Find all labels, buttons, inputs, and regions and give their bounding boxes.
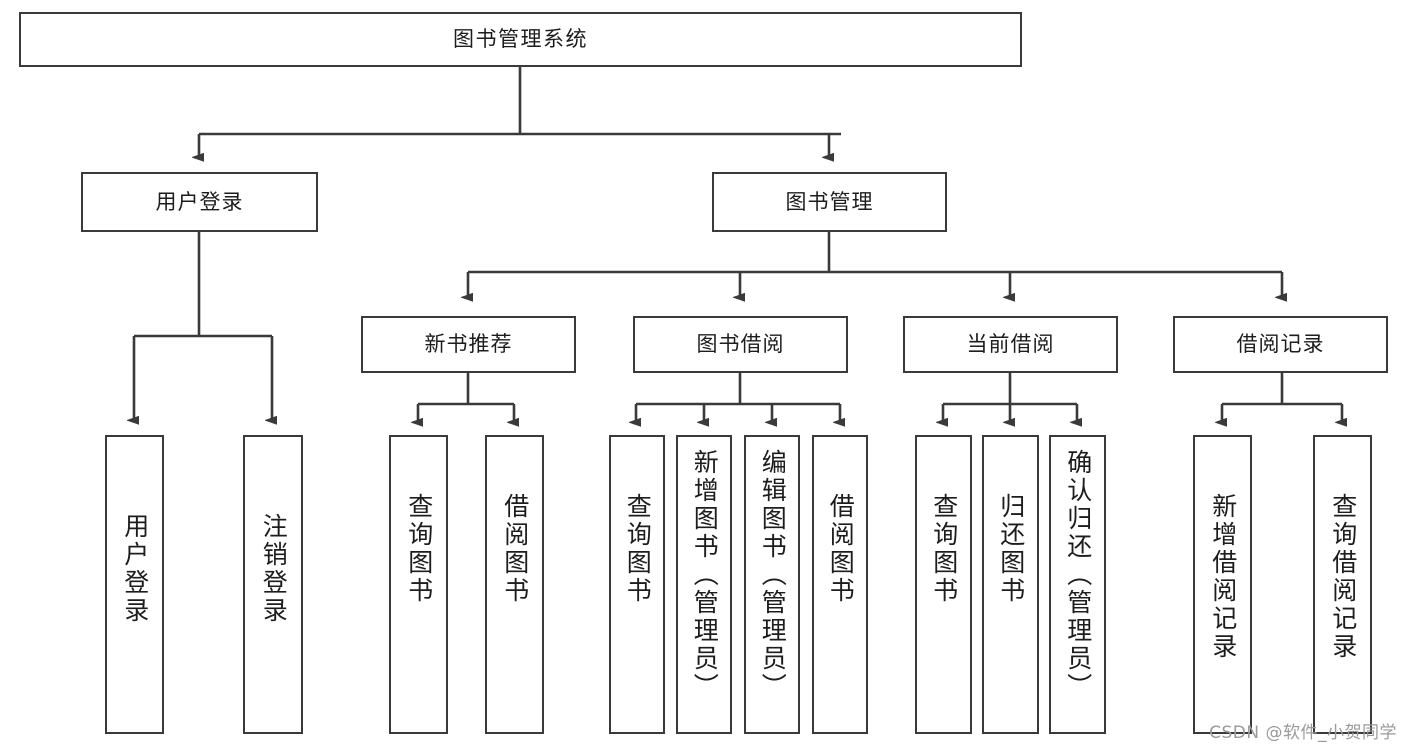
node-label: 借阅图书 bbox=[826, 493, 856, 605]
node-label: 用户登录 bbox=[155, 189, 244, 214]
node-label: 归还图书 bbox=[996, 493, 1026, 605]
node-label: 新增借阅记录 bbox=[1208, 493, 1238, 661]
leaf-query-borrow-record[interactable]: 查询借阅记录 bbox=[1313, 435, 1372, 734]
node-label: 用户登录 bbox=[120, 513, 150, 625]
node-label: 确认归还（管理员） bbox=[1063, 449, 1093, 701]
node-label: 查询图书 bbox=[623, 493, 653, 605]
node-user-login[interactable]: 用户登录 bbox=[81, 172, 318, 232]
leaf-edit-book-admin[interactable]: 编辑图书（管理员） bbox=[744, 435, 800, 734]
node-book-management[interactable]: 图书管理 bbox=[712, 172, 947, 232]
node-book-borrow[interactable]: 图书借阅 bbox=[633, 316, 848, 373]
leaf-logout[interactable]: 注销登录 bbox=[243, 435, 303, 734]
node-root-system[interactable]: 图书管理系统 bbox=[19, 12, 1022, 67]
leaf-add-borrow-record[interactable]: 新增借阅记录 bbox=[1193, 435, 1252, 734]
leaf-query-book-borrow[interactable]: 查询图书 bbox=[609, 435, 665, 734]
leaf-confirm-return-admin[interactable]: 确认归还（管理员） bbox=[1049, 435, 1106, 734]
node-label: 编辑图书（管理员） bbox=[758, 449, 788, 701]
leaf-query-book-current[interactable]: 查询图书 bbox=[915, 435, 972, 734]
watermark-text: CSDN @软件_小贺同学 bbox=[1209, 723, 1397, 743]
node-label: 图书管理系统 bbox=[453, 27, 588, 52]
node-borrow-records[interactable]: 借阅记录 bbox=[1173, 316, 1388, 373]
leaf-borrow-book[interactable]: 借阅图书 bbox=[812, 435, 868, 734]
node-label: 图书管理 bbox=[785, 189, 874, 214]
node-current-borrow[interactable]: 当前借阅 bbox=[903, 316, 1118, 373]
node-label: 当前借阅 bbox=[966, 332, 1055, 357]
node-label: 注销登录 bbox=[259, 513, 289, 625]
node-label: 查询图书 bbox=[404, 493, 434, 605]
node-new-book-recommend[interactable]: 新书推荐 bbox=[361, 316, 576, 373]
node-label: 借阅记录 bbox=[1236, 332, 1325, 357]
leaf-add-book-admin[interactable]: 新增图书（管理员） bbox=[676, 435, 732, 734]
node-label: 查询图书 bbox=[929, 493, 959, 605]
node-label: 新增图书（管理员） bbox=[690, 449, 720, 701]
node-label: 借阅图书 bbox=[500, 493, 530, 605]
leaf-query-book-recommend[interactable]: 查询图书 bbox=[389, 435, 448, 734]
node-label: 新书推荐 bbox=[424, 332, 513, 357]
node-label: 查询借阅记录 bbox=[1328, 493, 1358, 661]
leaf-return-book[interactable]: 归还图书 bbox=[982, 435, 1039, 734]
leaf-borrow-book-recommend[interactable]: 借阅图书 bbox=[485, 435, 544, 734]
node-label: 图书借阅 bbox=[696, 332, 785, 357]
leaf-user-login[interactable]: 用户登录 bbox=[105, 435, 164, 734]
